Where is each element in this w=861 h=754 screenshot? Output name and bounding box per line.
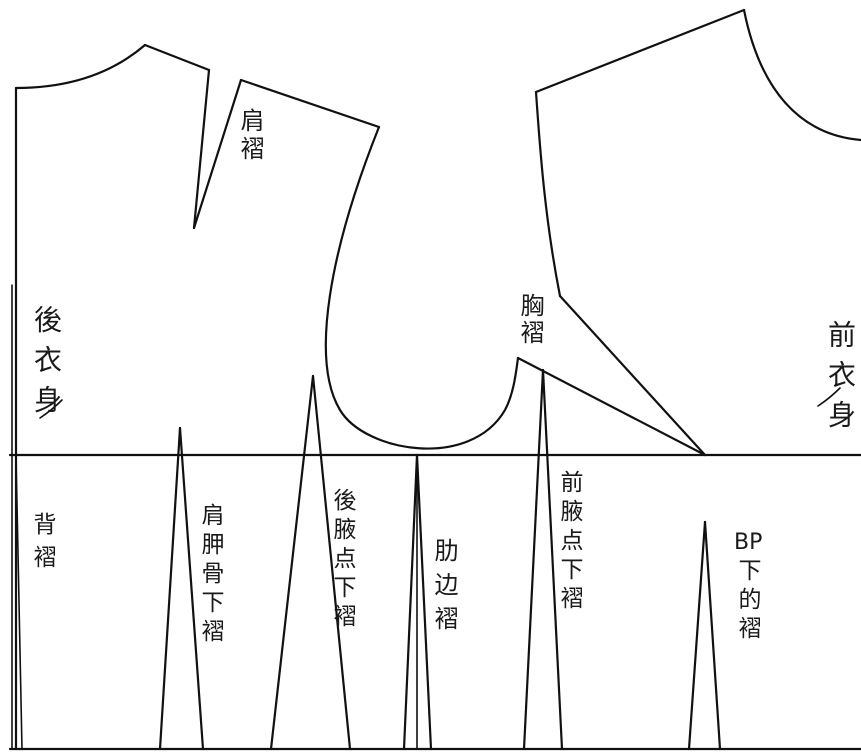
front-armhole-upper (534, 90, 562, 298)
shoulder-dart-leg-inner (192, 68, 211, 230)
scapula-dart-leg-right (178, 426, 205, 751)
side-dart-leg-right (415, 453, 433, 751)
front-neckline (742, 8, 861, 142)
side-dart-label: 肋边褶 (430, 538, 458, 640)
back-shoulder-line-inner (143, 43, 211, 72)
scapula-dart-leg-left (158, 426, 182, 751)
side-dart-leg-left (402, 453, 419, 751)
back-body-flourish (39, 399, 63, 419)
bp-dart-leg-right (703, 520, 722, 751)
back-shoulder-line-outer (239, 78, 381, 129)
bp-label: BP (734, 530, 763, 555)
bp-dart-label: 下的褶 (734, 558, 760, 645)
front-waist-dart-label: 前腋点下褶 (556, 470, 582, 615)
back-center-dart-leg (15, 454, 23, 750)
back-waist-dart-leg-right (311, 374, 352, 751)
back-center-dart-label: 背褶 (29, 512, 55, 578)
front-waist-dart-leg-left (522, 368, 545, 751)
armhole-curve (324, 125, 520, 450)
bust-dart-leg-lower (516, 356, 707, 457)
shoulder-dart-leg-outer (192, 78, 243, 230)
front-body-flourish (817, 387, 841, 407)
front-body-label: 前衣身 (824, 320, 857, 440)
bust-dart-leg-upper (558, 294, 707, 457)
bust-dart-label: 胸褶 (516, 293, 544, 347)
front-waist-dart-leg-right (541, 368, 564, 751)
back-neckline (14, 43, 147, 90)
back-waist-dart-leg-left (269, 374, 315, 751)
front-shoulder-line (534, 8, 746, 94)
bp-dart-leg-left (687, 520, 707, 751)
scapula-dart-label: 肩胛骨下褶 (197, 503, 223, 648)
back-waist-dart-label: 後腋点下褶 (329, 488, 355, 633)
back-body-label: 後衣身 (30, 305, 63, 425)
shoulder-dart-label: 肩褶 (236, 108, 264, 164)
